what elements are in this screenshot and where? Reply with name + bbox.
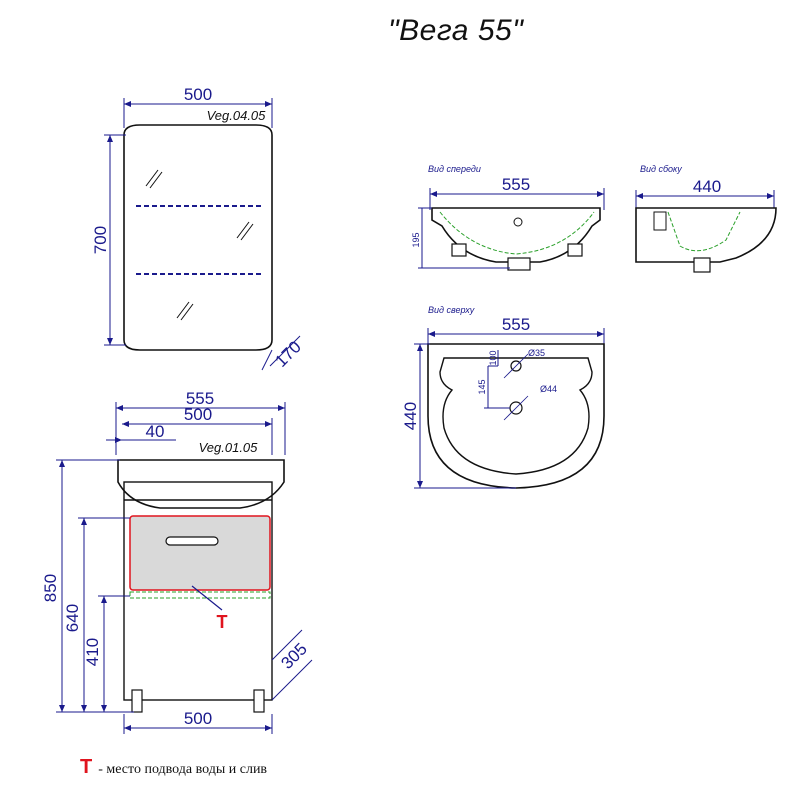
cabinet-leg	[131, 689, 143, 713]
cabinet-height-supply-label: 410	[83, 638, 102, 666]
hole-large-label: Ø44	[540, 384, 557, 394]
side-drain	[693, 257, 711, 273]
sink-front-view: Вид спереди 555 195	[411, 164, 605, 271]
sink-top-view: Вид сверху 555 100 145 Ø35 Ø44 440	[401, 305, 605, 489]
front-sink-outline	[431, 207, 601, 263]
faucet-hole-icon	[513, 217, 523, 227]
front-height-label: 195	[411, 232, 421, 247]
page-title: "Вега 55"	[388, 14, 524, 47]
mirror-width-label: 500	[184, 85, 212, 104]
top-view-label: Вид сверху	[428, 305, 475, 315]
top-width-label: 555	[502, 315, 530, 334]
cabinet-base-width-label: 500	[184, 709, 212, 728]
top-spacing-label: 145	[477, 379, 487, 394]
cabinet-body	[123, 481, 273, 701]
top-depth-label: 440	[401, 402, 420, 430]
front-leg	[451, 243, 467, 257]
marker-leader	[191, 585, 223, 611]
side-bracket	[653, 211, 667, 231]
legend-marker: T	[80, 756, 93, 778]
mirror-code-label: Veg.04.05	[207, 108, 267, 123]
mirror-height-label: 700	[91, 226, 110, 254]
cabinet-overall-width-label: 555	[186, 389, 214, 408]
mirror-depth-label: 170	[271, 337, 304, 370]
supply-marker: T	[217, 612, 228, 632]
top-sink-outline	[427, 343, 605, 489]
cabinet-sink-top	[117, 459, 285, 509]
hole-small-label: Ø35	[528, 348, 545, 358]
front-bowl-hidden-line	[439, 211, 595, 255]
cabinet-leg	[253, 689, 265, 713]
top-offset-label: 100	[488, 350, 498, 365]
legend-text: - место подвода воды и слив	[98, 762, 268, 777]
cabinet-height-drawer-label: 640	[63, 604, 82, 632]
cabinet-drawer	[129, 515, 271, 591]
cabinet-height-total-label: 850	[41, 574, 60, 602]
cabinet-body-width-label: 500	[184, 405, 212, 424]
side-view-label: Вид сбоку	[640, 164, 682, 174]
front-width-label: 555	[502, 175, 530, 194]
legend: T - место подвода воды и слив	[80, 756, 267, 779]
mirror-glare-icon	[145, 169, 254, 321]
front-leg	[567, 243, 583, 257]
side-depth-label: 440	[693, 177, 721, 196]
front-view-label: Вид спереди	[428, 164, 481, 174]
cabinet-depth-label: 305	[277, 639, 310, 672]
cabinet-view: 555 500 40 Veg.01.05 T 850	[41, 389, 313, 734]
sink-side-view: Вид сбоку 440	[635, 164, 777, 273]
side-bowl-hidden-line	[667, 211, 741, 252]
drawer-handle-icon	[165, 536, 219, 546]
cabinet-code-label: Veg.01.05	[199, 440, 259, 455]
mirror-outline	[123, 124, 273, 351]
cabinet-offset-label: 40	[146, 422, 165, 441]
front-drain	[507, 257, 531, 271]
mirror-view: 500 Veg.04.05 700 170	[91, 85, 305, 371]
top-bowl-outline	[439, 357, 593, 475]
